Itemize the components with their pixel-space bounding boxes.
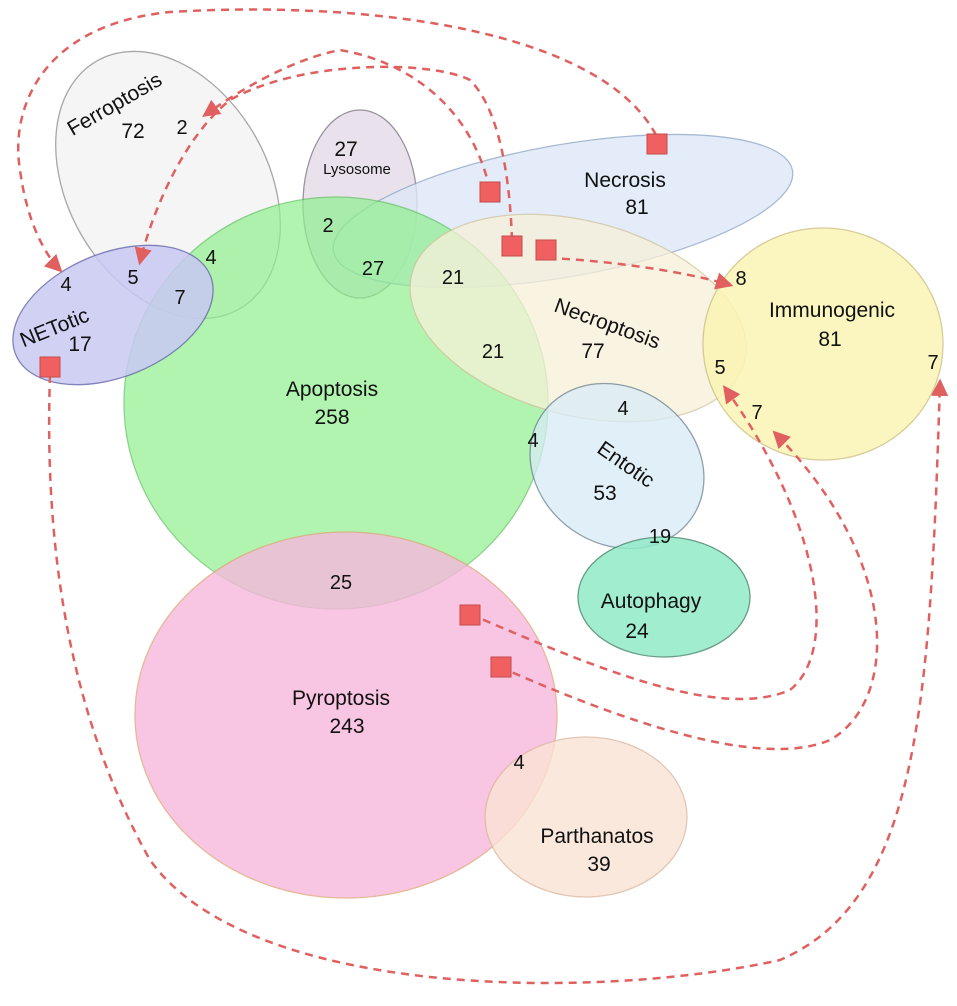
overlap-entotic-necroptosis: 4 <box>617 398 628 420</box>
overlap-lysosome-apoptosis: 2 <box>322 215 333 237</box>
marker-pyroptosis-1 <box>459 604 481 626</box>
autophagy-count: 24 <box>625 620 649 643</box>
marker-pyroptosis-2 <box>490 656 512 678</box>
entotic-count: 53 <box>593 482 616 505</box>
connector-arrows <box>16 8 949 985</box>
necrosis-count: 81 <box>625 196 648 219</box>
marker-necroptosis-1 <box>501 235 523 257</box>
overlap-ferroptosis-apoptosis: 4 <box>205 247 216 269</box>
parthanatos-label: Parthanatos <box>540 825 653 848</box>
overlap-netotic-ferroptosis-apoptosis: 7 <box>174 287 185 309</box>
netotic-count: 17 <box>68 333 91 356</box>
connector-pyroptosis-to-immunogenic-5 <box>469 385 818 701</box>
connector-pyroptosis-to-immunogenic-7 <box>499 430 879 751</box>
lysosome-label: Lysosome <box>323 161 391 178</box>
overlap-lysosome-apoptosis-necrosis: 27 <box>362 258 384 280</box>
parthanatos-ellipse <box>484 736 688 898</box>
connector-necroptosis-to-immunogenic <box>547 256 734 290</box>
autophagy-label: Autophagy <box>601 590 702 613</box>
overlap-counts: 2 4 5 4 7 2 27 21 21 8 5 7 7 4 4 19 25 4 <box>60 117 938 774</box>
parthanatos-count: 39 <box>587 853 610 876</box>
connector-lysosome-to-ferroptosis <box>202 48 492 191</box>
overlap-necroptosis-immunogenic-8: 8 <box>735 268 746 290</box>
set-shapes <box>12 50 944 899</box>
overlap-pyroptosis-parthanatos: 4 <box>513 752 524 774</box>
overlap-entotic-apoptosis: 4 <box>527 430 538 452</box>
overlap-ferroptosis-necrosis: 2 <box>176 117 187 139</box>
connector-necrosis-to-netotic <box>16 8 658 273</box>
necroptosis-count: 77 <box>581 340 604 363</box>
apoptosis-label: Apoptosis <box>286 378 378 401</box>
overlap-immunogenic-netotic: 7 <box>927 352 938 374</box>
source-markers <box>39 133 668 678</box>
marker-necroptosis-2 <box>535 239 557 261</box>
overlap-apoptosis-necroptosis: 21 <box>482 341 504 363</box>
netotic-ellipse <box>12 244 214 386</box>
connector-netotic-to-immunogenic <box>47 374 949 985</box>
overlap-ferroptosis-netotic: 4 <box>60 274 71 296</box>
lysosome-count: 27 <box>334 138 357 161</box>
overlap-apoptosis-pyroptosis: 25 <box>330 572 352 594</box>
pyroptosis-count: 243 <box>329 715 364 738</box>
overlap-immunogenic-pyroptosis: 7 <box>751 402 762 424</box>
apoptosis-count: 258 <box>314 406 349 429</box>
ferroptosis-count: 72 <box>121 120 144 143</box>
entotic-ellipse <box>529 382 705 550</box>
pyroptosis-circle <box>134 531 558 899</box>
autophagy-ellipse <box>577 536 751 658</box>
immunogenic-label: Immunogenic <box>769 299 895 322</box>
marker-necrosis <box>646 133 668 155</box>
connector-necroptosis-to-netotic <box>134 65 514 266</box>
necrosis-label: Necrosis <box>584 169 666 192</box>
marker-lysosome-necrosis <box>479 181 501 203</box>
overlap-entotic-autophagy: 19 <box>649 526 671 548</box>
pyroptosis-label: Pyroptosis <box>292 687 390 710</box>
overlap-necrosis-necroptosis: 21 <box>442 267 464 289</box>
immunogenic-ellipse <box>702 227 944 461</box>
marker-netotic <box>39 356 61 378</box>
immunogenic-count: 81 <box>818 328 841 351</box>
overlap-necroptosis-immunogenic-5: 5 <box>714 357 725 379</box>
overlap-netotic-apoptosis: 5 <box>127 267 138 289</box>
